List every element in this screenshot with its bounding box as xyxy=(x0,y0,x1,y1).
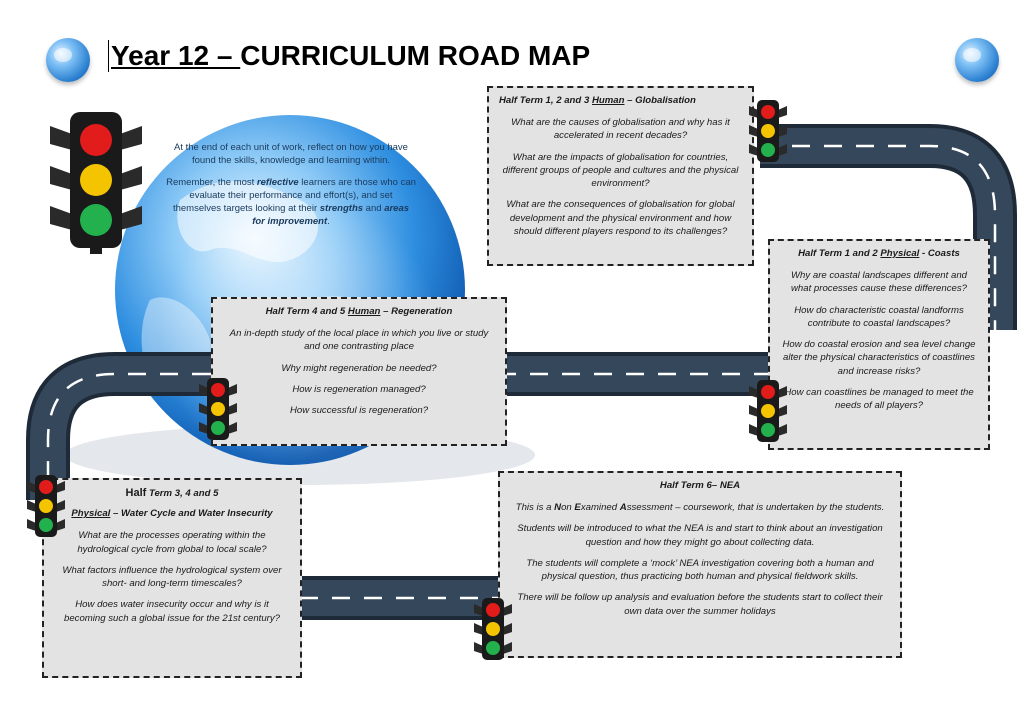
box-paragraph: There will be follow up analysis and eva… xyxy=(517,592,883,617)
traffic-light-icon xyxy=(474,598,512,660)
box-paragraph: Students will be introduced to what the … xyxy=(517,523,883,548)
traffic-light-icon xyxy=(749,380,787,442)
traffic-light-icon xyxy=(27,475,65,537)
intro-reflect: At the end of each unit of work, reflect… xyxy=(174,142,408,167)
water-cycle-box: Half Term 3, 4 and 5 Physical – Water Cy… xyxy=(42,478,302,678)
box-question: What factors influence the hydrological … xyxy=(62,564,282,590)
box-paragraph: This is a Non Examined Assessment – cour… xyxy=(515,502,885,514)
box-question: How do characteristic coastal landforms … xyxy=(794,304,964,329)
box-question: Why might regeneration be needed? xyxy=(281,362,437,374)
intro-reflective-learners: Remember, the most reflective learners a… xyxy=(166,176,416,228)
box-question: What are the consequences of globalisati… xyxy=(506,199,735,237)
box-subheading: Physical – Water Cycle and Water Insecur… xyxy=(71,508,273,520)
traffic-light-icon xyxy=(199,378,237,440)
box-question: How successful is regeneration? xyxy=(289,405,429,417)
globe-icon xyxy=(46,38,90,82)
box-question: What are the impacts of globalisation fo… xyxy=(502,151,739,190)
box-question: An in-depth study of the local place in … xyxy=(229,328,489,353)
box-heading: Half Term 1 and 2 Physical - Coasts xyxy=(798,248,960,259)
box-heading: Half Term 6– NEA xyxy=(659,480,741,491)
box-question: How is regeneration managed? xyxy=(292,383,426,395)
globalisation-box: Half Term 1, 2 and 3 Human – Globalisati… xyxy=(487,86,754,266)
box-heading: Half Term 3, 4 and 5 xyxy=(125,487,219,499)
nea-box: Half Term 6– NEA This is a Non Examined … xyxy=(498,471,902,658)
traffic-light-icon xyxy=(749,100,787,162)
coasts-box: Half Term 1 and 2 Physical - Coasts Why … xyxy=(768,239,990,450)
globe-icon xyxy=(955,38,999,82)
box-heading: Half Term 4 and 5 Human – Regeneration xyxy=(265,306,453,317)
page-title: Year 12 – CURRICULUM ROAD MAP xyxy=(108,40,590,72)
box-heading: Half Term 1, 2 and 3 Human – Globalisati… xyxy=(499,95,696,106)
intro-text: At the end of each unit of work, reflect… xyxy=(166,141,416,237)
box-question: What are the processes operating within … xyxy=(77,530,267,555)
box-paragraph: The students will complete a ‘mock’ NEA … xyxy=(526,557,874,583)
box-question: What are the causes of globalisation and… xyxy=(511,117,730,142)
box-question: How does water insecurity occur and why … xyxy=(64,599,280,624)
box-question: Why are coastal landscapes different and… xyxy=(791,270,967,295)
regeneration-box: Half Term 4 and 5 Human – Regeneration A… xyxy=(211,297,507,446)
box-question: How can coastlines be managed to meet th… xyxy=(784,386,974,412)
traffic-light-icon xyxy=(50,112,142,254)
box-question: How do coastal erosion and sea level cha… xyxy=(782,339,976,377)
